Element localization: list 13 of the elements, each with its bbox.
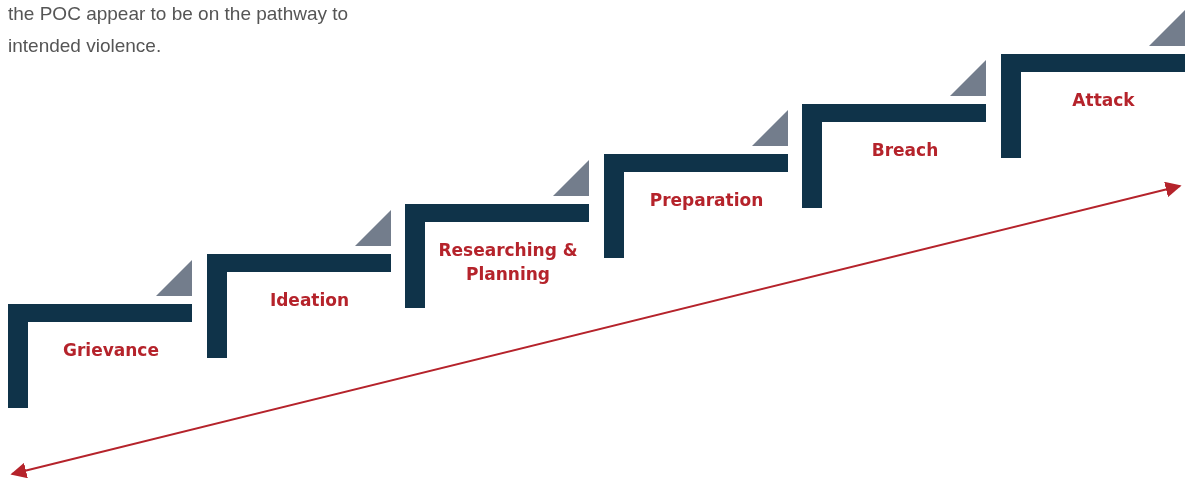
stair-step — [405, 158, 591, 308]
stair-step — [206, 208, 393, 358]
step-label: Researching & Planning — [437, 239, 579, 286]
step-label: Attack — [1071, 89, 1136, 112]
step-label: Ideation — [268, 289, 351, 312]
stair-step — [8, 258, 194, 408]
note-text: the POC appear to be on the pathway to intended violence. — [8, 2, 350, 58]
step-label: Grievance — [62, 339, 160, 362]
step-label: Preparation — [648, 189, 765, 212]
step-label: Breach — [870, 139, 940, 162]
stair-step — [603, 108, 790, 258]
stair-step — [802, 58, 988, 208]
stair-step — [1000, 8, 1187, 158]
